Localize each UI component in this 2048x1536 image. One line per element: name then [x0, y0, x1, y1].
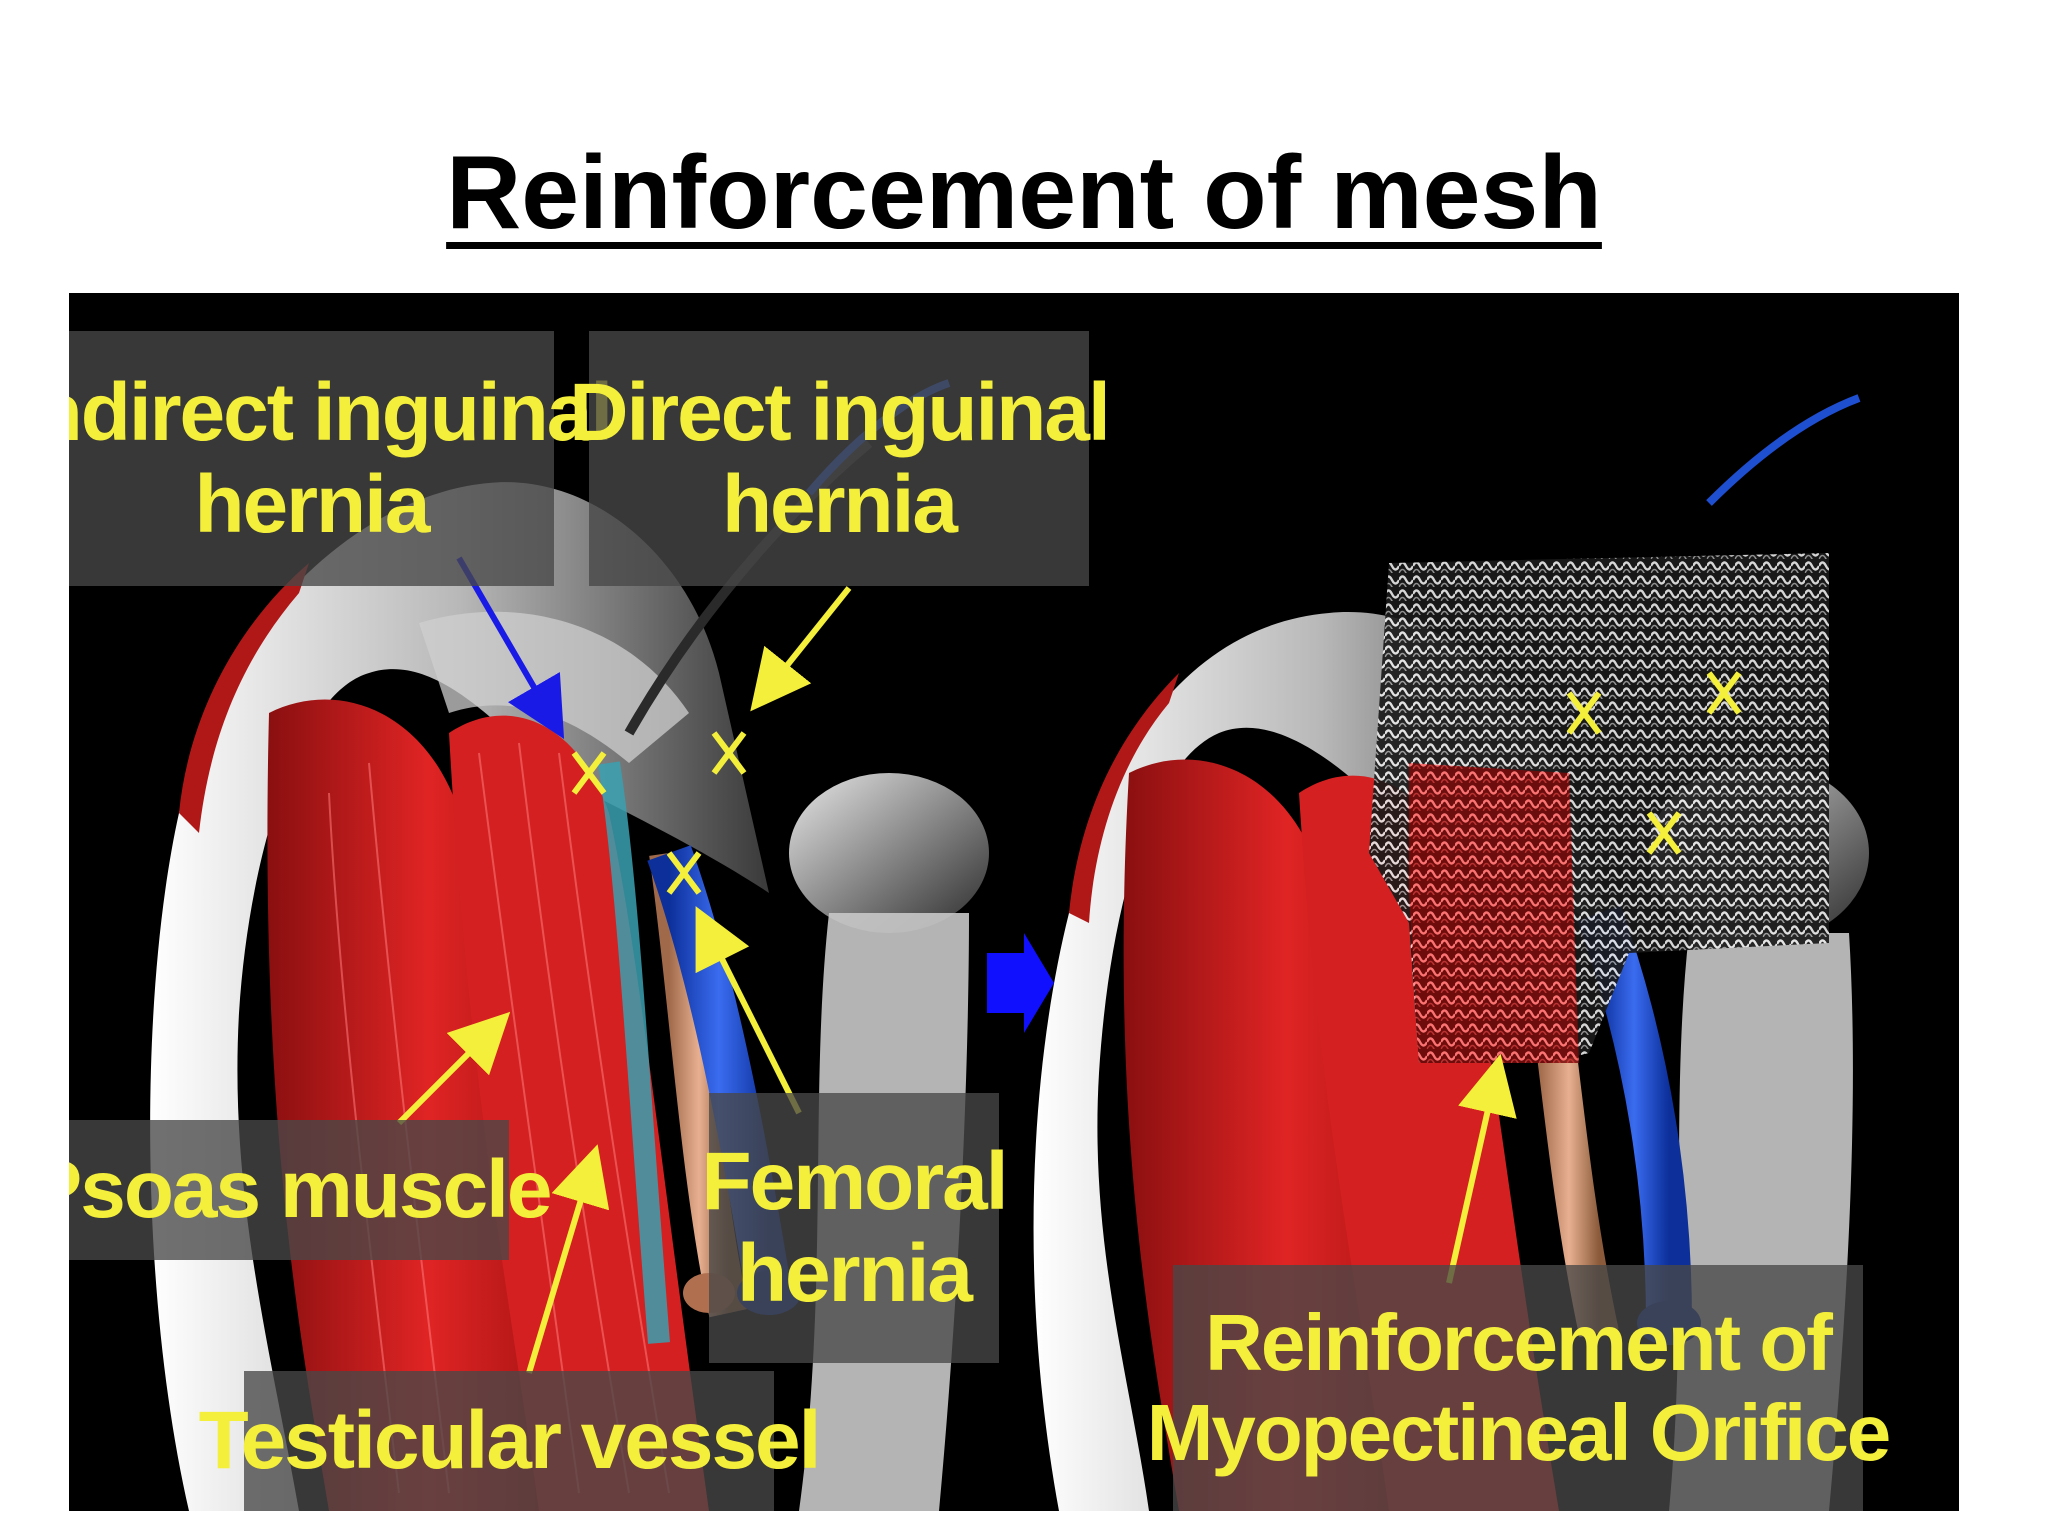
label-femoral-line1: Femoral: [701, 1136, 1009, 1228]
hernia-x-marks-left: [571, 731, 747, 895]
arrow-direct: [750, 586, 852, 712]
label-femoral-line2: hernia: [736, 1228, 973, 1319]
femur-head-left: [789, 773, 989, 933]
label-indirect-line2: hernia: [194, 458, 430, 550]
pelvic-bone-rim-right: [1069, 673, 1179, 923]
anatomy-figure: Indirect inguinal hernia Direct inguinal…: [69, 293, 1959, 1511]
label-direct-line2: hernia: [721, 458, 958, 550]
mesh-over-muscle: [1409, 763, 1579, 1063]
label-psoas-text: Psoas muscle: [69, 1144, 552, 1236]
arrow-testicular: [526, 1144, 610, 1374]
psoas-muscle: [449, 715, 709, 1511]
slide-title: Reinforcement of mesh: [0, 128, 2048, 258]
arrow-reinforcement: [1446, 1053, 1517, 1284]
arrow-psoas: [396, 1011, 511, 1126]
hernia-x-marks-right: [1566, 671, 1742, 855]
pelvic-bone-rim-left: [179, 563, 309, 833]
label-direct-line1: Direct inguinal: [569, 366, 1111, 458]
label-psoas-muscle: Psoas muscle: [69, 1120, 552, 1260]
label-testicular-text: Testicular vessel: [198, 1395, 822, 1487]
label-testicular-vessel: Testicular vessel: [199, 1371, 821, 1511]
transition-arrow: [987, 933, 1054, 1033]
iliacus-muscle: [267, 699, 589, 1511]
label-indirect-inguinal-hernia: Indirect inguinal hernia: [69, 331, 613, 586]
label-reinforce-line2: Myopectineal Orifice: [1146, 1388, 1891, 1477]
label-reinforce-line1: Reinforcement of: [1205, 1298, 1833, 1388]
slide-title-text: Reinforcement of mesh: [446, 135, 1602, 251]
vessel-upper-right: [1706, 394, 1861, 506]
label-indirect-line1: Indirect inguinal: [69, 366, 613, 458]
label-direct-inguinal-hernia: Direct inguinal hernia: [569, 331, 1111, 586]
label-reinforcement-myopectineal: Reinforcement of Myopectineal Orifice: [1147, 1265, 1891, 1511]
arrow-femoral: [695, 906, 802, 1115]
left-panel: [150, 379, 989, 1511]
spermatic-cord: [598, 761, 670, 1344]
label-femoral-hernia: Femoral hernia: [702, 1093, 1009, 1363]
